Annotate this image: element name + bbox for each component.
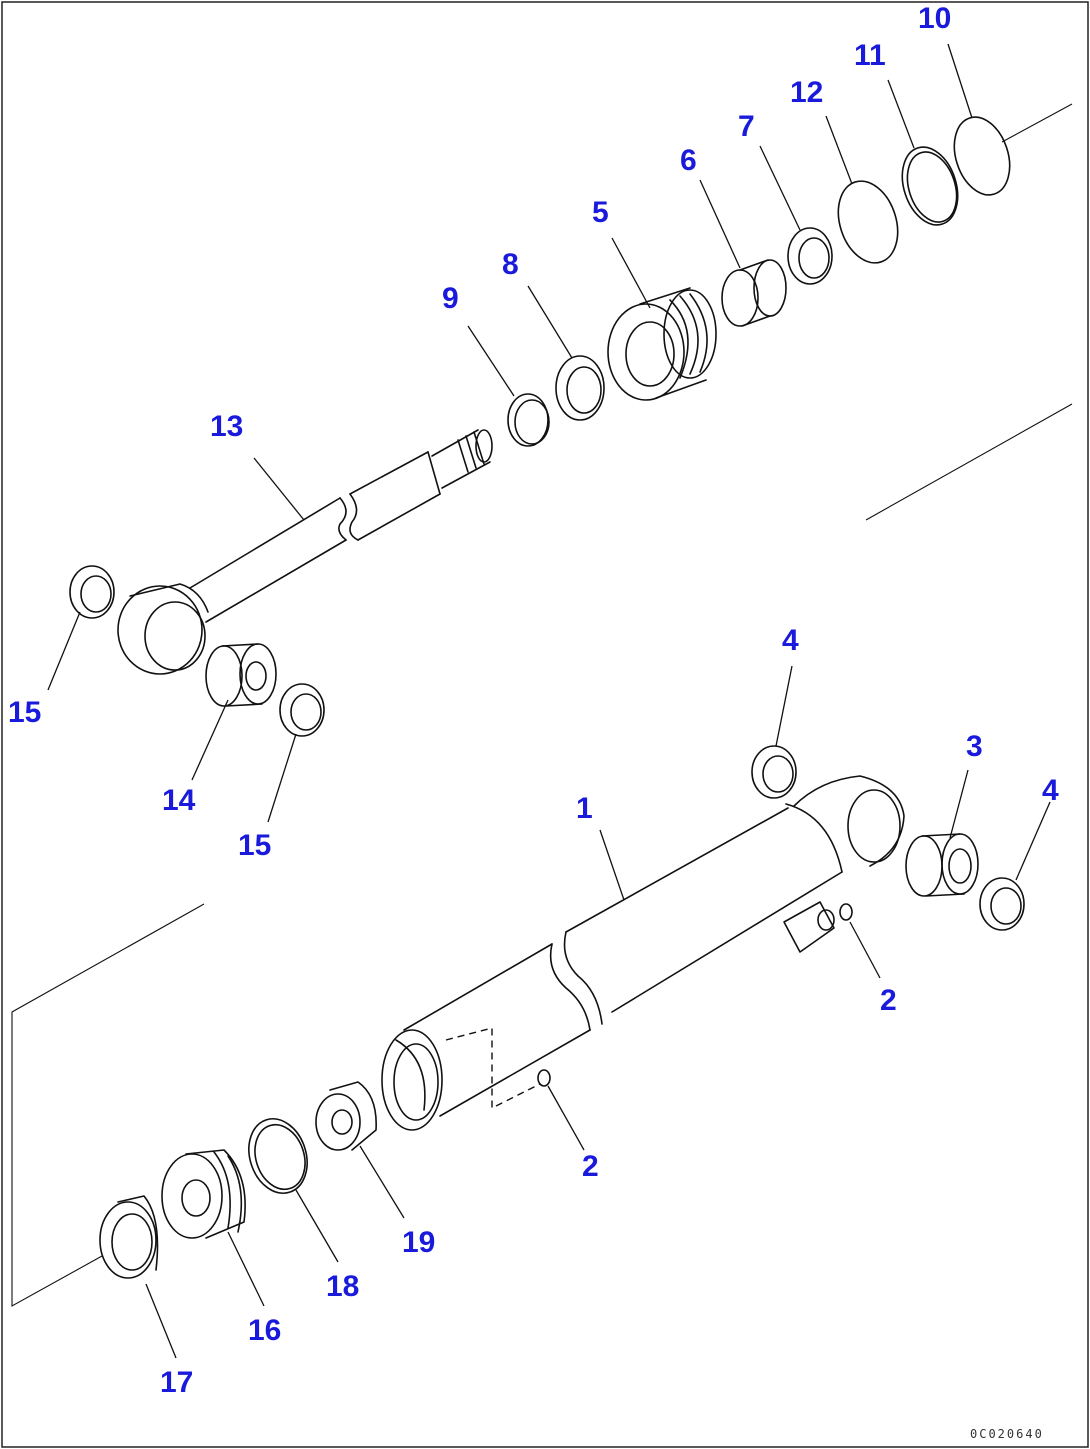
part-5-cylinder-head (607, 287, 717, 401)
label-part-3: 3 (966, 730, 983, 763)
label-part-9: 9 (442, 282, 459, 315)
part-18-wear-ring (248, 1118, 308, 1194)
label-part-5: 5 (592, 196, 609, 229)
label-part-7: 7 (738, 110, 755, 143)
centerline-top (1001, 103, 1073, 143)
part-19-nut (315, 1081, 377, 1151)
label-part-16: 16 (248, 1314, 281, 1347)
centerline-mid (865, 403, 1073, 521)
part-9-snap-ring (507, 393, 550, 447)
part-6-bushing (721, 259, 787, 327)
part-15-bushing-right (279, 683, 325, 737)
part-11-backup-ring (901, 146, 959, 226)
part-4-seal-upper (751, 745, 797, 799)
part-labels: 13 15 14 15 9 8 5 6 7 12 11 10 4 1 3 4 2… (8, 2, 1059, 1399)
label-part-15-left: 15 (8, 696, 41, 729)
label-part-6: 6 (680, 144, 697, 177)
label-part-15-right: 15 (238, 829, 271, 862)
label-part-2-upper: 2 (880, 984, 897, 1017)
label-part-12: 12 (790, 76, 823, 109)
part-1-cylinder-tube (381, 775, 905, 1131)
label-part-11: 11 (854, 39, 886, 72)
part-13-piston-rod (117, 429, 493, 675)
part-16-piston (161, 1149, 246, 1239)
label-part-1: 1 (576, 792, 593, 825)
part-17-nut (99, 1195, 159, 1279)
label-part-18: 18 (326, 1270, 359, 1303)
label-part-13: 13 (210, 410, 243, 443)
label-part-8: 8 (502, 248, 519, 281)
part-14-pin-bushing (205, 643, 277, 707)
label-part-10: 10 (918, 2, 951, 35)
part-7-dust-seal (787, 227, 833, 285)
label-part-19: 19 (402, 1226, 435, 1259)
part-8-bushing (555, 355, 605, 421)
label-part-17: 17 (160, 1366, 193, 1399)
part-2-grease-fitting-upper (839, 903, 853, 921)
label-part-4-upper: 4 (782, 624, 799, 657)
part-4-seal-lower (979, 877, 1025, 931)
label-part-4-lower: 4 (1042, 774, 1059, 807)
leader-lines (47, 43, 1051, 1359)
part-12-o-ring (837, 180, 899, 264)
part-3-bushing (905, 833, 979, 897)
part-10-o-ring (953, 116, 1011, 196)
label-part-14: 14 (162, 784, 196, 817)
part-15-bushing-left (69, 565, 115, 619)
section-line-lower (11, 903, 205, 1307)
label-part-2-lower: 2 (582, 1150, 599, 1183)
part-2-grease-fitting-lower (537, 1069, 551, 1087)
drawing-code: 0C020640 (970, 1427, 1044, 1441)
